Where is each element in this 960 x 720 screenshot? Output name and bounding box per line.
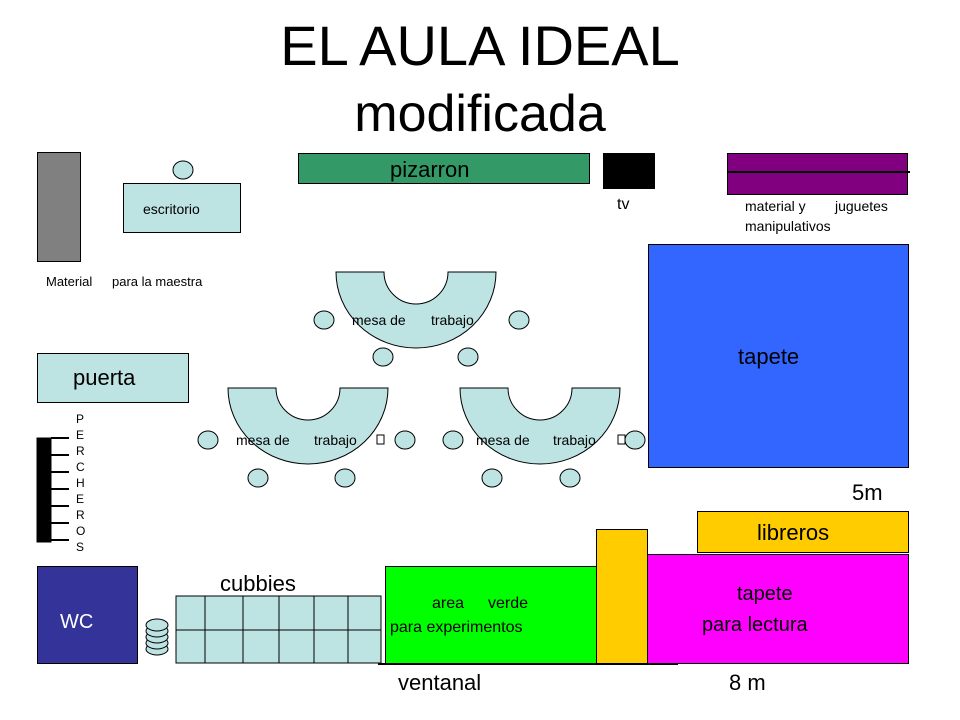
chair-icon	[394, 430, 416, 450]
chair-icon	[313, 310, 335, 330]
chair-icon	[457, 347, 479, 367]
title-line-1: EL AULA IDEAL	[280, 14, 680, 77]
material-juguetes-divider	[727, 171, 910, 173]
wc-label: WC	[60, 611, 94, 633]
pizarron-label: pizarron	[390, 157, 470, 182]
chair-icon	[481, 468, 503, 488]
percheros-letter-6: E	[76, 492, 85, 506]
mesa-right-label-a: mesa de	[476, 432, 530, 448]
cubbies-grid	[176, 596, 381, 663]
material-juguetes-label-1b: juguetes	[835, 198, 888, 214]
area-verde-label-1a: area	[432, 595, 465, 612]
material-maestra-label-b: para la maestra	[112, 274, 203, 289]
material-maestra-label-a: Material	[46, 274, 93, 289]
tapete-lectura-rug	[647, 554, 909, 664]
area-verde	[385, 566, 597, 664]
percheros-rack	[36, 437, 69, 543]
tv-label: tv	[617, 196, 630, 213]
chair-icon	[508, 310, 530, 330]
mesa-trabajo-top	[335, 271, 497, 349]
chair-icon	[197, 430, 219, 450]
percheros-letter-9: S	[76, 540, 85, 554]
material-maestra-shelf	[37, 152, 81, 262]
mesa-trabajo-right	[459, 387, 621, 465]
percheros-letter-4: C	[76, 460, 85, 474]
mesa-top-label-a: mesa de	[352, 312, 406, 328]
wc-room	[37, 566, 138, 664]
material-juguetes-label-2: manipulativos	[745, 218, 831, 234]
ventanal-label: ventanal	[398, 670, 482, 695]
tapete-lectura-label-1: tapete	[737, 583, 793, 605]
libreros-label: libreros	[757, 520, 830, 545]
dim-8m-label: 8 m	[729, 670, 766, 695]
puerta-label: puerta	[73, 365, 136, 390]
mesa-top-label-b: trabajo	[431, 312, 474, 328]
percheros-letter-1: P	[76, 412, 85, 426]
material-juguetes-label-1a: material y	[745, 198, 806, 214]
pizarron-board	[298, 153, 590, 184]
chair-icon	[372, 347, 394, 367]
chair-icon	[247, 468, 269, 488]
chair-icon	[442, 430, 464, 450]
mesa-left-label-b: trabajo	[314, 432, 357, 448]
percheros-letter-3: R	[76, 444, 85, 458]
chair-icon	[334, 468, 356, 488]
dim-5m-label: 5m	[852, 480, 883, 505]
yellow-cabinet	[596, 529, 648, 664]
escritorio-label: escritorio	[143, 201, 200, 217]
libreros-shelf	[697, 511, 909, 553]
chair-icon	[559, 468, 581, 488]
chair-icon	[624, 430, 646, 450]
tapete-lectura-label-2: para lectura	[702, 614, 808, 636]
chair-icon	[172, 160, 194, 180]
mesa-left-label-a: mesa de	[236, 432, 290, 448]
area-verde-label-1b: verde	[488, 595, 529, 612]
tapete-rug	[648, 244, 909, 468]
percheros-letter-7: R	[76, 508, 85, 522]
material-juguetes-shelf	[727, 153, 908, 195]
area-verde-label-2: para experimentos	[390, 619, 523, 636]
bottom-wall-line	[378, 663, 678, 665]
percheros-letter-5: H	[76, 476, 85, 490]
puerta-door	[37, 353, 189, 403]
mesa-trabajo-left	[227, 387, 389, 465]
cubbies-label: cubbies	[220, 571, 296, 596]
tapete-label: tapete	[738, 344, 800, 369]
percheros-letter-8: O	[76, 524, 86, 538]
mesa-right-label-b: trabajo	[553, 432, 596, 448]
percheros-letter-2: E	[76, 428, 85, 442]
escritorio-desk	[123, 183, 241, 233]
tv-screen	[603, 153, 655, 189]
title-line-2: modificada	[354, 85, 606, 143]
